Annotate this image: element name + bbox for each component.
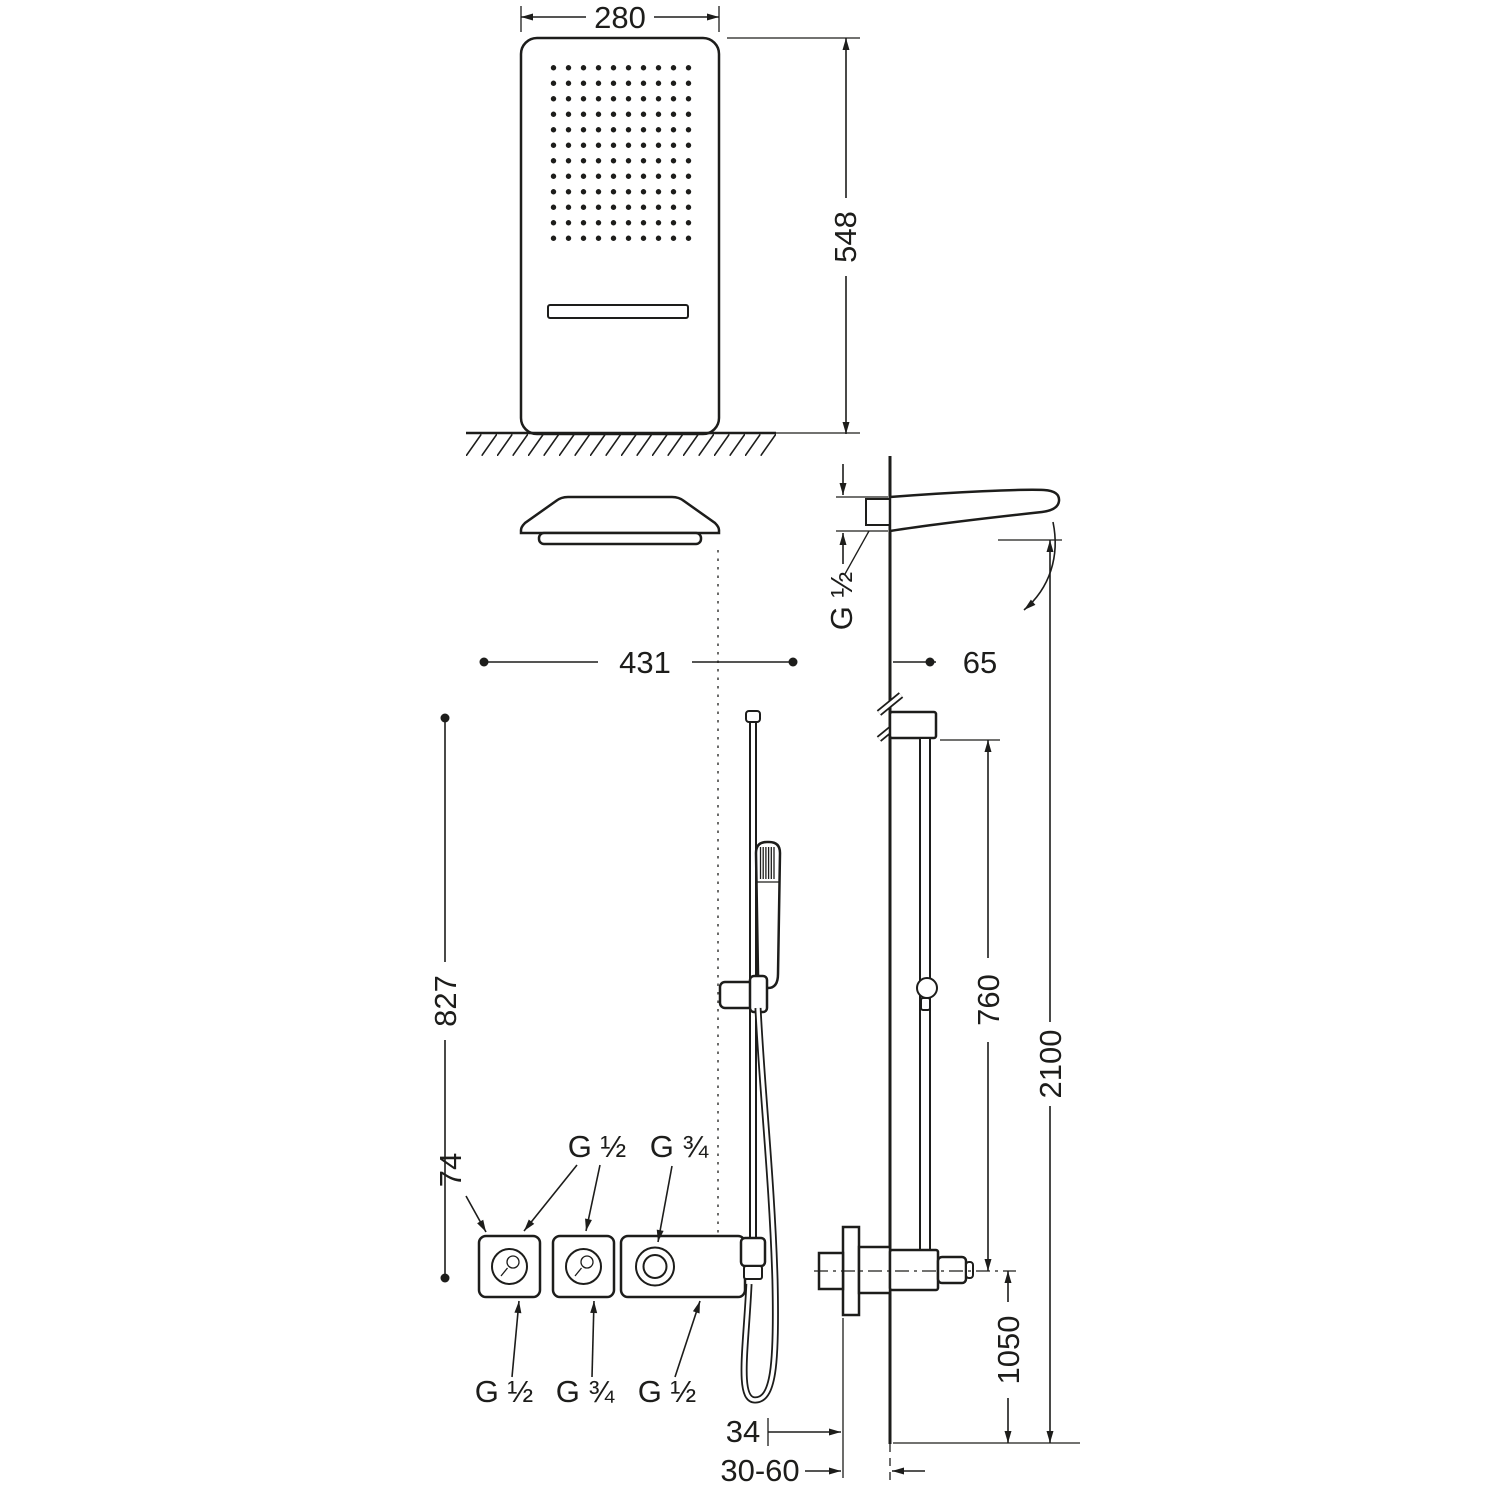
dimension-431: 431	[479, 645, 798, 680]
valve-knob-side	[936, 1255, 968, 1285]
dim-431-label: 431	[619, 645, 671, 680]
hand-shower-spray-face	[757, 847, 779, 883]
spout-connection-label: G ½	[824, 572, 859, 631]
bottom-g12-left-label: G ½	[475, 1374, 534, 1409]
hose-nut	[743, 1265, 763, 1280]
rail-slider-knob	[916, 977, 938, 999]
rail-top-bracket	[888, 710, 938, 740]
dim-548-label: 548	[828, 211, 863, 263]
top-g34-label: G ¾	[650, 1129, 710, 1164]
valve-side-view	[814, 1225, 1016, 1317]
slide-rail-side-view	[888, 710, 938, 1253]
bottom-g12-right-label: G ½	[638, 1374, 697, 1409]
hose-outlet-elbow	[739, 1236, 767, 1268]
dim-1050-label: 1050	[991, 1316, 1026, 1385]
dimension-760: 760	[940, 739, 1006, 1271]
dimension-height-548: 548	[727, 37, 863, 434]
valve-connection-labels: 74 G ½ G ¾ G ½ G ¾ G ½	[433, 1129, 709, 1409]
dim-30-60-label: 30-60	[720, 1453, 799, 1488]
dim-74-label: 74	[433, 1153, 468, 1187]
dimension-30-60: 30-60	[720, 1453, 925, 1488]
spray-nozzle-grid	[546, 60, 696, 246]
shower-head-top-view	[519, 495, 721, 546]
rail-top-cap	[745, 710, 761, 723]
dimension-width-280: 280	[520, 0, 720, 35]
dimension-2100: 2100	[998, 539, 1068, 1443]
dim-2100-label: 2100	[1033, 1030, 1068, 1099]
shower-head-front-view	[466, 36, 776, 456]
hand-shower-hose	[739, 1007, 779, 1404]
bottom-g34-label: G ¾	[556, 1374, 616, 1409]
waterfall-spout-side-view: G ½	[824, 464, 1061, 631]
dim-827-label: 827	[428, 975, 463, 1027]
valve-group-front-view	[477, 1234, 747, 1299]
dimension-1050: 1050	[991, 1271, 1026, 1443]
waterfall-slot	[547, 304, 689, 319]
dim-34-label: 34	[726, 1414, 760, 1449]
dim-280-label: 280	[594, 0, 646, 35]
top-g12-label: G ½	[568, 1129, 627, 1164]
dimension-65: 65	[893, 645, 997, 680]
dimension-827: 827	[428, 713, 463, 1283]
spout-wall-fitting	[865, 498, 891, 526]
valve-trim-side	[888, 1248, 940, 1292]
dim-65-label: 65	[963, 645, 997, 680]
dim-760-label: 760	[971, 974, 1006, 1026]
dimension-34: 34	[726, 1318, 844, 1478]
wall-hatch-front	[466, 434, 776, 456]
